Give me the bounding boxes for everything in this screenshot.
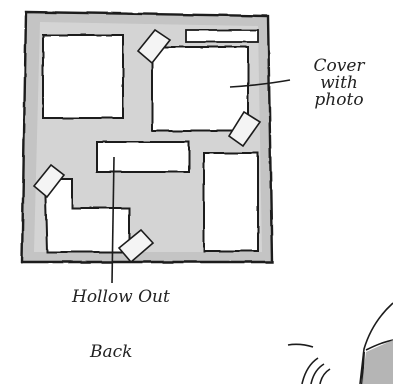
window-right-tall: [203, 152, 259, 252]
cover-label-line1: Cover: [313, 56, 365, 76]
tape-right: [227, 110, 262, 148]
window-l-shape: [43, 178, 130, 253]
tape-pieces: [32, 28, 262, 264]
window-center-strip: [96, 141, 190, 173]
cover-label-line3: photo: [314, 90, 364, 110]
cover-leader: [229, 79, 291, 88]
hollow-leader: [111, 156, 115, 284]
top-strip: [185, 29, 259, 43]
tape-left: [32, 163, 66, 199]
tape-top: [136, 28, 172, 65]
back-label: Back: [90, 342, 133, 362]
back-sketch-fill: [362, 340, 393, 384]
tape-bottom: [117, 228, 155, 264]
cover-with-photo-label: Cover with photo: [304, 58, 374, 109]
hollow-out-label: Hollow Out: [72, 287, 170, 307]
window-cover-photo: [151, 46, 249, 132]
cover-label-line2: with: [320, 73, 358, 93]
window-top-left: [42, 34, 124, 119]
back-sketch: [287, 302, 393, 384]
